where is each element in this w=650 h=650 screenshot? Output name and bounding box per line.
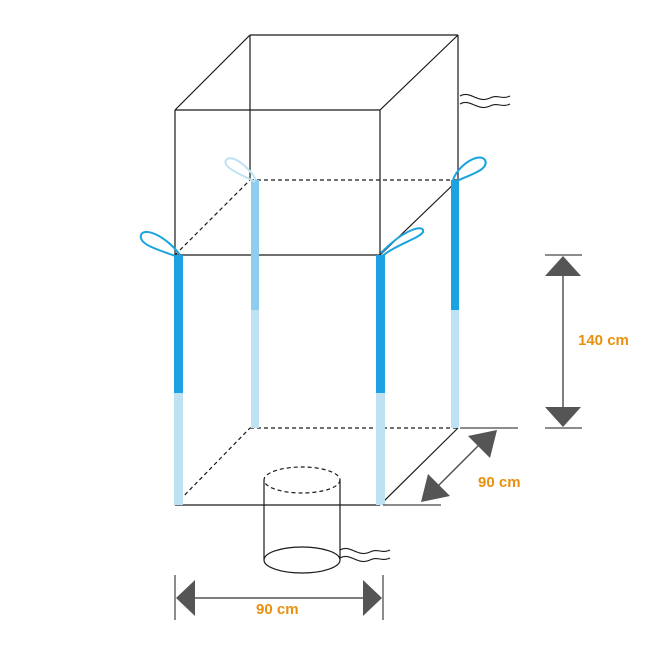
- loop-front-right: [380, 227, 425, 258]
- depth-label: 90 cm: [478, 474, 521, 491]
- squiggle-icon: [339, 548, 391, 562]
- strap-front-left: [174, 255, 183, 505]
- triangle-arrow-icon: [545, 256, 581, 276]
- body-top-face: [174, 179, 459, 256]
- loop-back-left: [224, 157, 257, 183]
- top-skirt: [174, 34, 459, 255]
- width-label: 90 cm: [256, 601, 299, 618]
- triangle-arrow-icon: [421, 474, 450, 502]
- discharge-spout: [263, 466, 341, 574]
- triangle-arrow-icon: [176, 580, 195, 616]
- lifting-loops: [139, 156, 487, 258]
- loop-front-left: [139, 230, 181, 258]
- triangle-arrow-icon: [468, 430, 497, 458]
- strap-back-right: [451, 180, 459, 428]
- strap-back-left: [251, 180, 259, 428]
- body-bottom-face: [174, 427, 459, 506]
- loop-back-right: [452, 156, 487, 183]
- width-dimension: 90 cm: [174, 575, 384, 620]
- height-label: 140 cm: [578, 332, 629, 349]
- strap-front-right: [376, 255, 385, 505]
- height-dimension: 140 cm: [545, 254, 629, 429]
- triangle-arrow-icon: [545, 407, 581, 427]
- triangle-arrow-icon: [363, 580, 382, 616]
- depth-dimension: 90 cm: [383, 427, 521, 506]
- squiggle-icon: [459, 94, 511, 108]
